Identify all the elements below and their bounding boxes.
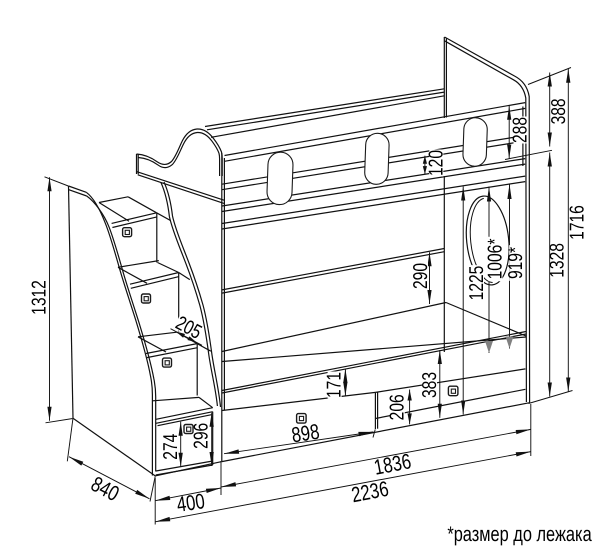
svg-text:1328: 1328: [546, 243, 568, 278]
svg-text:290: 290: [410, 263, 432, 289]
svg-text:296: 296: [191, 423, 213, 449]
svg-text:*размер до лежака: *размер до лежака: [447, 523, 592, 546]
svg-text:1312: 1312: [29, 280, 51, 315]
svg-text:1716: 1716: [567, 205, 589, 240]
svg-text:919*: 919*: [505, 247, 527, 279]
svg-text:288: 288: [510, 117, 532, 143]
svg-text:274: 274: [160, 434, 182, 460]
svg-text:120: 120: [425, 150, 447, 176]
svg-text:171: 171: [324, 372, 346, 398]
svg-text:400: 400: [175, 489, 206, 517]
svg-text:1006*: 1006*: [484, 238, 506, 279]
svg-text:383: 383: [419, 372, 441, 398]
svg-text:1225: 1225: [466, 266, 488, 301]
svg-text:898: 898: [290, 420, 321, 448]
svg-text:388: 388: [548, 98, 570, 124]
svg-text:206: 206: [387, 394, 409, 420]
